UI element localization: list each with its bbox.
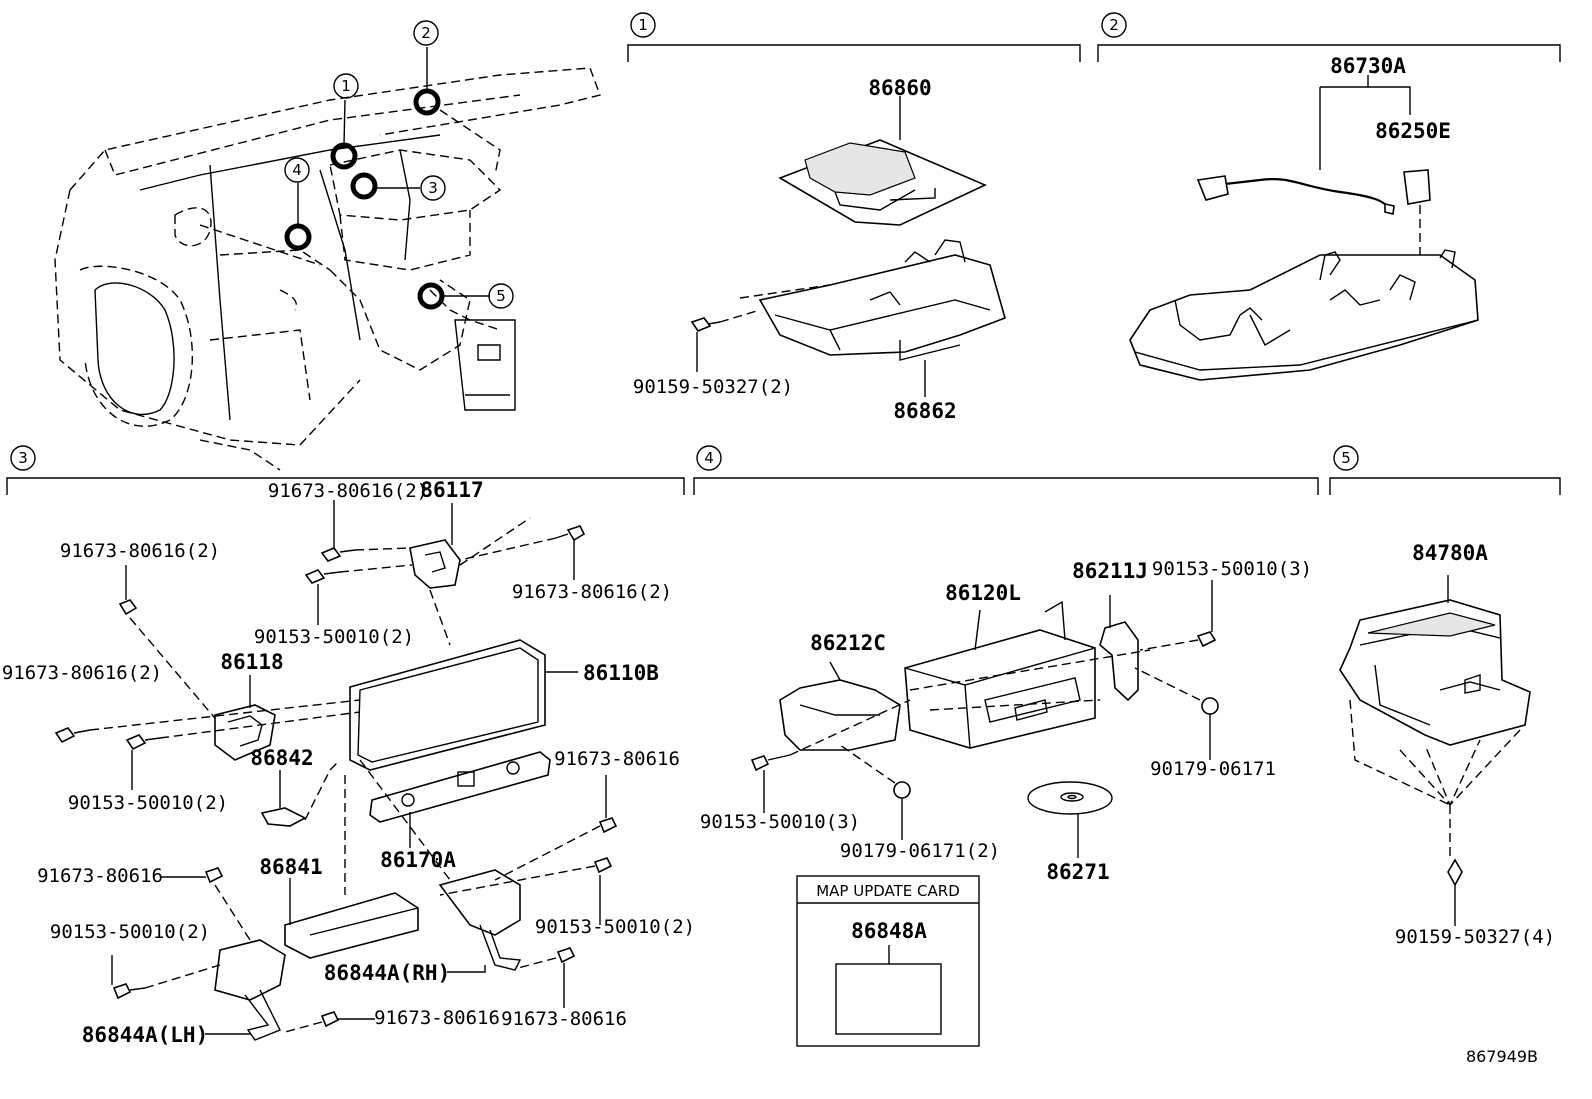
part-number-label: 86841: [259, 855, 322, 879]
part-number-label: 86211J: [1072, 559, 1148, 583]
part-number-label: 90179-06171: [1150, 758, 1276, 780]
part-number-label: 90153-50010(2): [50, 921, 210, 943]
part-number-label: 90153-50010(2): [254, 626, 414, 648]
callout-number: 4: [292, 161, 302, 179]
car-interior-overview: [54, 47, 601, 471]
map-card-part: 86848A: [851, 919, 927, 943]
section-frames: [6, 44, 1561, 495]
part-number-label: 90153-50010(3): [700, 811, 860, 833]
callout-circles: 2 1 3 4 5 1 2 3 4 5: [10, 12, 1359, 471]
part-number-label: 86120L: [945, 581, 1021, 605]
map-card-title: MAP UPDATE CARD: [816, 882, 960, 900]
section-number: 4: [704, 449, 714, 467]
part-number-label: 86844A(RH): [324, 961, 450, 985]
part-labels: 86860 86862 90159-50327(2) 86730A 86250E…: [2, 54, 1555, 1066]
section-number: 1: [638, 16, 648, 34]
section-number: 2: [1109, 16, 1119, 34]
part-number-label: 86730A: [1330, 54, 1406, 78]
part-number-label: 90179-06171(2): [840, 840, 1000, 862]
part-number-label: 91673-80616: [554, 748, 680, 770]
part-number-label: 86842: [250, 746, 313, 770]
callout-number: 5: [496, 287, 506, 305]
part-number-label: 91673-80616: [37, 865, 163, 887]
callout-number: 2: [421, 24, 431, 42]
part-number-label: 91673-80616(2): [268, 480, 428, 502]
section-4-drawing: [750, 580, 1219, 1047]
part-number-label: 86118: [220, 650, 283, 674]
drawing-id: 867949B: [1466, 1047, 1538, 1066]
section-2-drawing: [1129, 75, 1479, 381]
section-number: 5: [1341, 449, 1351, 467]
callout-number: 3: [428, 179, 438, 197]
part-number-label: 90159-50327(2): [633, 376, 793, 398]
part-number-label: 90153-50010(2): [535, 916, 695, 938]
part-number-label: 91673-80616: [374, 1007, 500, 1029]
section-number: 3: [18, 449, 28, 467]
section-1-drawing: [690, 96, 1006, 397]
part-number-label: 86212C: [810, 631, 886, 655]
part-number-label: 91673-80616(2): [2, 662, 162, 684]
part-number-label: 90153-50010(2): [68, 792, 228, 814]
part-number-label: 86250E: [1375, 119, 1451, 143]
part-number-label: 84780A: [1412, 541, 1488, 565]
part-number-label: 91673-80616(2): [512, 581, 672, 603]
part-number-label: 86862: [893, 399, 956, 423]
part-number-label: 86117: [420, 478, 483, 502]
part-number-label: 86110B: [583, 661, 659, 685]
part-number-label: 86271: [1046, 860, 1109, 884]
callout-number: 1: [341, 77, 351, 95]
part-number-label: 90153-50010(3): [1152, 558, 1312, 580]
section-5-drawing: [1339, 575, 1531, 926]
part-number-label: 91673-80616: [501, 1008, 627, 1030]
part-number-label: 91673-80616(2): [60, 540, 220, 562]
part-number-label: 86844A(LH): [82, 1023, 208, 1047]
part-number-label: 86860: [868, 76, 931, 100]
section-3-drawing: [54, 500, 618, 1041]
part-number-label: 86170A: [380, 848, 456, 872]
part-number-label: 90159-50327(4): [1395, 926, 1555, 948]
